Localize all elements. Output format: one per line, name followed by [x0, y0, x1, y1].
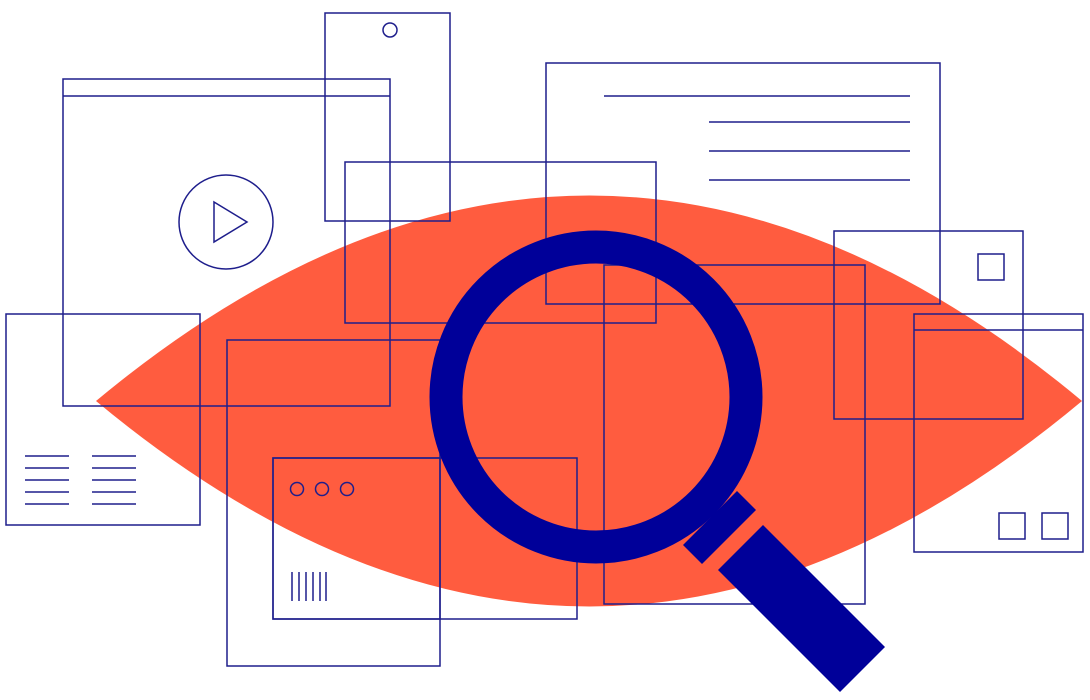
checkbox-icon	[998, 512, 1026, 540]
barcode-icon	[291, 572, 327, 601]
right-card	[833, 230, 1024, 420]
far-right-window	[913, 313, 1084, 553]
checkbox-icon	[977, 253, 1005, 281]
browser-window	[272, 457, 441, 620]
magnifier-icon	[429, 230, 885, 692]
eye-icon	[96, 195, 1082, 607]
left-text-card	[5, 313, 201, 526]
text-document-window	[545, 62, 941, 305]
video-window	[62, 78, 391, 407]
window-dots-icon	[289, 481, 355, 497]
checkbox-icon	[1041, 512, 1069, 540]
play-icon	[178, 174, 274, 270]
phone-card	[324, 12, 451, 222]
right-center-frame	[603, 264, 866, 605]
